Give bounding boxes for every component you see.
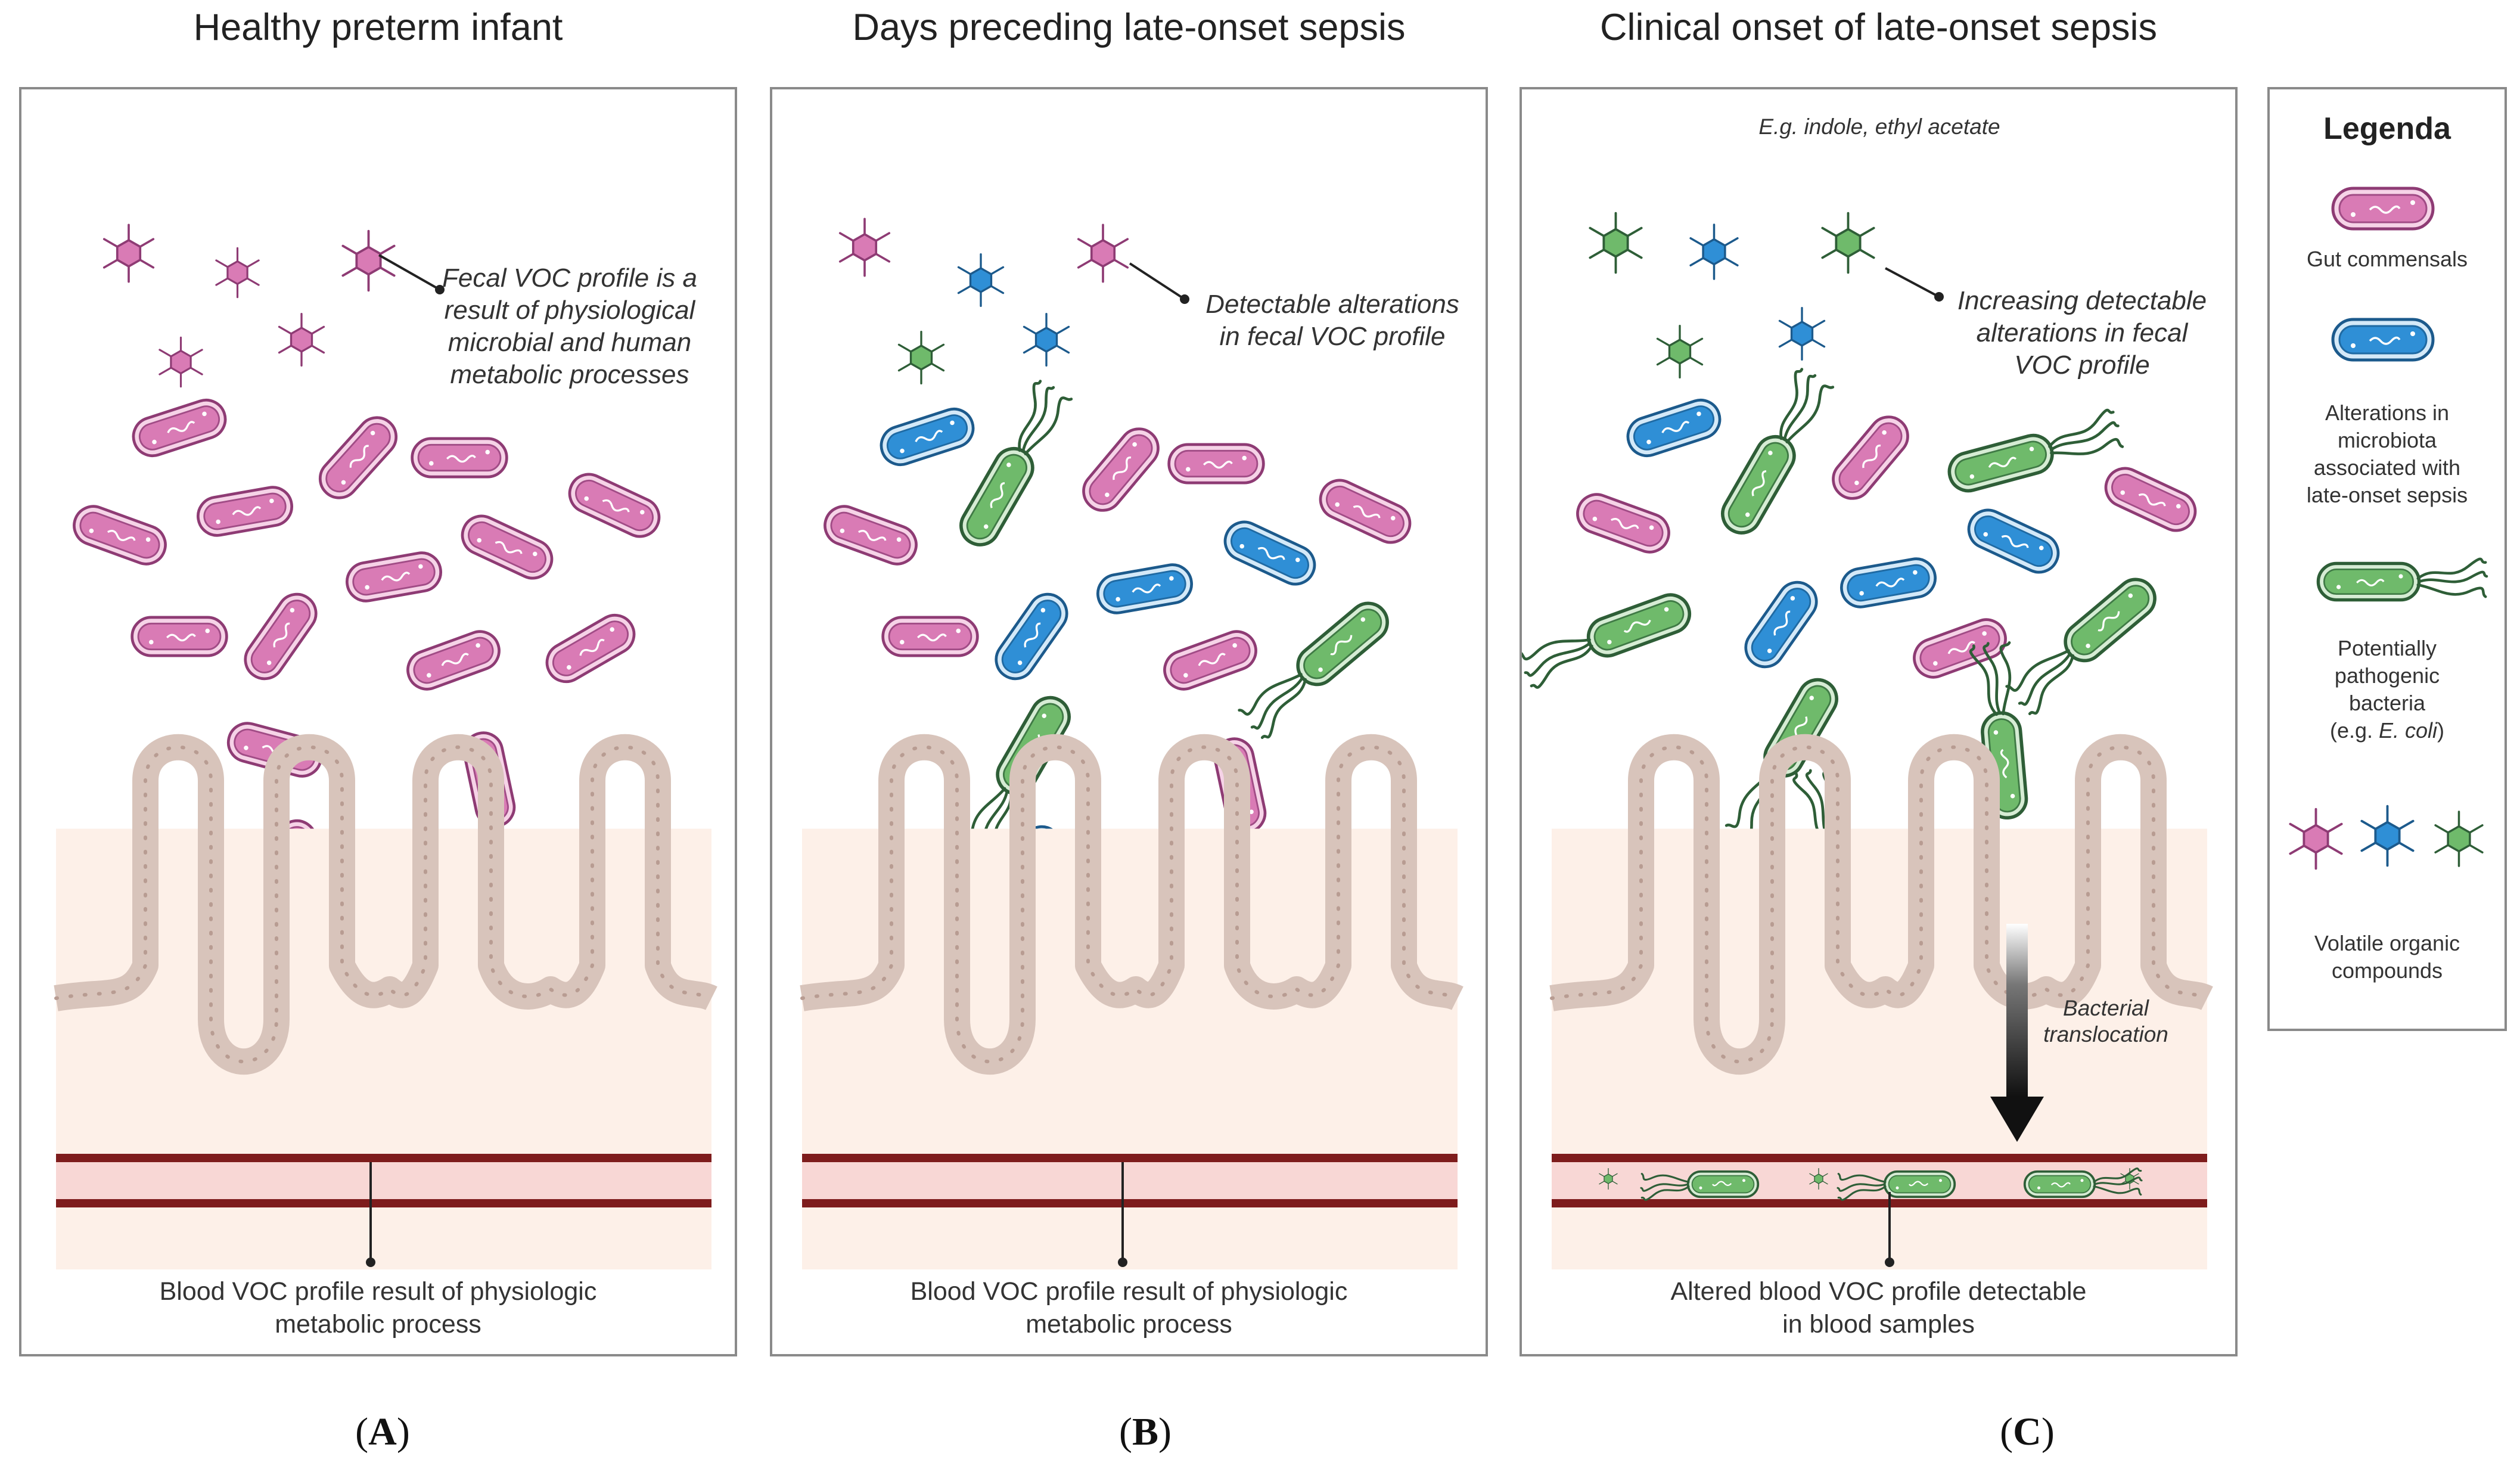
panel-label-b: (B)	[1119, 1410, 1172, 1454]
panel-b-illustration	[772, 218, 1486, 1354]
example-compounds: E.g. indole, ethyl acetate	[1758, 114, 2000, 139]
panel-b: Detectable alterations in fecal VOC prof…	[770, 87, 1488, 1356]
translocation-label: Bacterial translocation	[2043, 996, 2168, 1047]
blood-caption-c: Altered blood VOC profile detectable in …	[1670, 1277, 2087, 1339]
voc-green-icon	[2434, 811, 2484, 867]
panel-a-illustration	[21, 223, 735, 1354]
gut-commensal-icon	[2333, 188, 2433, 229]
panel-b-title: Days preceding late-onset sepsis	[852, 7, 1406, 48]
legend-box: Legenda Gut commensals Alterations in mi…	[2267, 87, 2507, 1031]
altered-microbiota-icon	[2333, 319, 2433, 360]
panel-label-a: (A)	[355, 1410, 410, 1454]
legend-icons	[2289, 89, 2505, 870]
legend-pathogenic: Potentially pathogenic bacteria (e.g. E.…	[2329, 636, 2445, 743]
panel-a-title: Healthy preterm infant	[193, 7, 563, 48]
voc-pink-icon	[2289, 808, 2343, 870]
blood-caption-b: Blood VOC profile result of physiologic …	[910, 1277, 1348, 1339]
panel-a: Fecal VOC profile is a result of physiol…	[19, 87, 737, 1356]
panel-c: E.g. indole, ethyl acetate Increasing de…	[1520, 87, 2238, 1356]
voc-pink-icon	[215, 247, 260, 299]
legend-gut-commensals: Gut commensals	[2306, 247, 2468, 271]
legend-alterations: Alterations in microbiota associated wit…	[2306, 400, 2468, 507]
panel-c-title: Clinical onset of late-onset sepsis	[1600, 7, 2157, 48]
fecal-annotation-b: Detectable alterations in fecal VOC prof…	[1205, 290, 1459, 351]
blood-caption-a: Blood VOC profile result of physiologic …	[159, 1277, 597, 1339]
legend-title: Legenda	[2323, 111, 2451, 146]
panel-c-illustration	[1522, 212, 2235, 1354]
voc-pink-icon	[102, 223, 155, 283]
legend-voc: Volatile organic compounds	[2314, 931, 2460, 983]
voc-blue-icon	[2360, 805, 2415, 867]
fecal-annotation-a: Fecal VOC profile is a result of physiol…	[442, 263, 697, 389]
pathogenic-bacteria-icon	[2318, 559, 2487, 600]
panel-label-c: (C)	[2000, 1410, 2055, 1454]
voc-pink-icon	[159, 336, 203, 388]
voc-pink-icon	[278, 313, 325, 367]
fecal-annotation-c: Increasing detectable alterations in fec…	[1957, 286, 2207, 380]
